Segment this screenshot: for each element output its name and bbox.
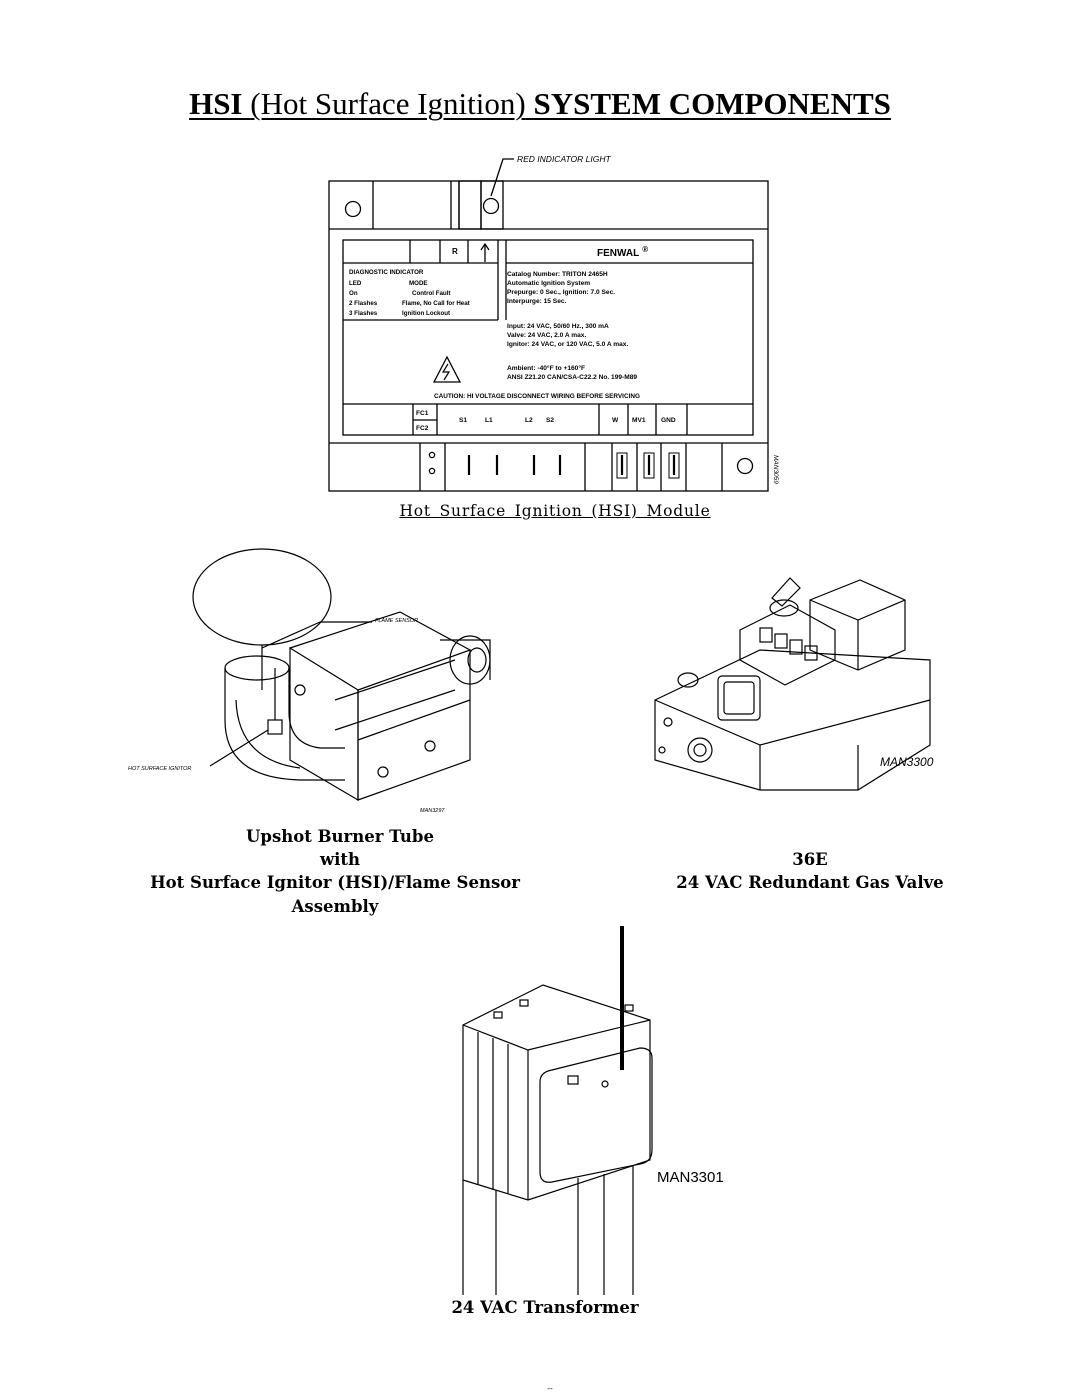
- diag-col-mode: MODE: [409, 280, 428, 287]
- diag-row-2-mode: Flame, No Call for Heat: [402, 300, 470, 307]
- drawing-id-man3059: MAN3059: [772, 455, 779, 484]
- diag-col-led: LED: [349, 280, 362, 287]
- callout-hot-surface-ignitor: HOT SURFACE IGNITOR: [128, 766, 191, 772]
- spec-ansi: ANSI Z21.20 CAN/CSA-C22.2 No. 199-M89: [507, 374, 637, 381]
- spec-ignitor: Ignitor: 24 VAC, or 120 VAC, 5.0 A max.: [507, 341, 628, 348]
- title-hsi: HSI: [189, 86, 243, 121]
- spec-system: Automatic Ignition System: [507, 280, 590, 287]
- diag-row-3-mode: Ignition Lockout: [402, 310, 450, 317]
- transformer-drawing: MAN3301: [462, 926, 724, 1295]
- terminal-gnd: GND: [661, 417, 676, 424]
- caution-text: CAUTION: HI VOLTAGE DISCONNECT WIRING BE…: [434, 393, 640, 400]
- title-system-components: SYSTEM COMPONENTS: [533, 86, 891, 121]
- diag-row-1-mode: Control Fault: [412, 290, 451, 297]
- valve-caption-line-2: 24 VAC Redundant Gas Valve: [676, 873, 944, 892]
- terminal-l1: L1: [485, 417, 493, 424]
- callout-flame-sensor: FLAME SENSOR: [375, 618, 418, 624]
- spec-catalog: Catalog Number: TRITON 2465H: [507, 271, 608, 278]
- burner-assembly-drawing: FLAME SENSOR HOT SURFACE IGNITOR MAN3297: [128, 548, 491, 814]
- diag-row-3-led: 3 Flashes: [349, 310, 378, 317]
- terminal-s1: S1: [459, 417, 467, 424]
- terminal-l2: L2: [525, 417, 533, 424]
- spec-ambient: Ambient: -40°F to +160°F: [507, 364, 585, 372]
- callout-red-indicator-light: RED INDICATOR LIGHT: [517, 154, 611, 164]
- spec-timing: Prepurge: 0 Sec., Ignition: 7.0 Sec.: [507, 289, 615, 296]
- spec-valve: Valve: 24 VAC, 2.0 A max.: [507, 332, 586, 339]
- diag-header: DIAGNOSTIC INDICATOR: [349, 269, 424, 276]
- burner-caption-line-1: Upshot Burner Tube: [246, 827, 434, 846]
- brand-fenwal: FENWAL®: [597, 245, 648, 259]
- drawing-id-man3301: MAN3301: [657, 1169, 724, 1186]
- burner-caption-line-2: with: [319, 850, 361, 869]
- module-caption: Hot Surface Ignition (HSI) Module: [399, 502, 711, 520]
- drawing-id-man3300: MAN3300: [880, 755, 934, 769]
- transformer-caption: 24 VAC Transformer: [451, 1298, 639, 1317]
- page-number: --: [547, 1384, 553, 1393]
- terminal-fc1: FC1: [416, 410, 429, 417]
- diag-row-1-led: On: [349, 290, 358, 297]
- burner-caption-line-3: Hot Surface Ignitor (HSI)/Flame Sensor: [150, 873, 520, 892]
- terminal-s2: S2: [546, 417, 554, 424]
- terminal-fc2: FC2: [416, 425, 429, 432]
- title-hot-surface-ignition: (Hot Surface Ignition): [250, 86, 526, 121]
- plate-label-r: R: [452, 247, 458, 256]
- valve-caption-line-1: 36E: [792, 850, 828, 869]
- diag-row-2-led: 2 Flashes: [349, 300, 378, 307]
- drawing-id-man3297: MAN3297: [420, 808, 445, 814]
- burner-caption-line-4: Assembly: [291, 897, 379, 916]
- spec-input: Input: 24 VAC, 50/60 Hz., 300 mA: [507, 323, 609, 330]
- terminal-w: W: [612, 417, 619, 424]
- spec-interpurge: Interpurge: 15 Sec.: [507, 298, 567, 305]
- page-title: HSI (Hot Surface Ignition) SYSTEM COMPON…: [0, 86, 1080, 122]
- gas-valve-drawing: MAN3300: [654, 577, 934, 791]
- hsi-module-drawing: RED INDICATOR LIGHT R FENWAL® DIAGNOSTIC…: [328, 154, 779, 492]
- terminal-mv1: MV1: [632, 417, 646, 424]
